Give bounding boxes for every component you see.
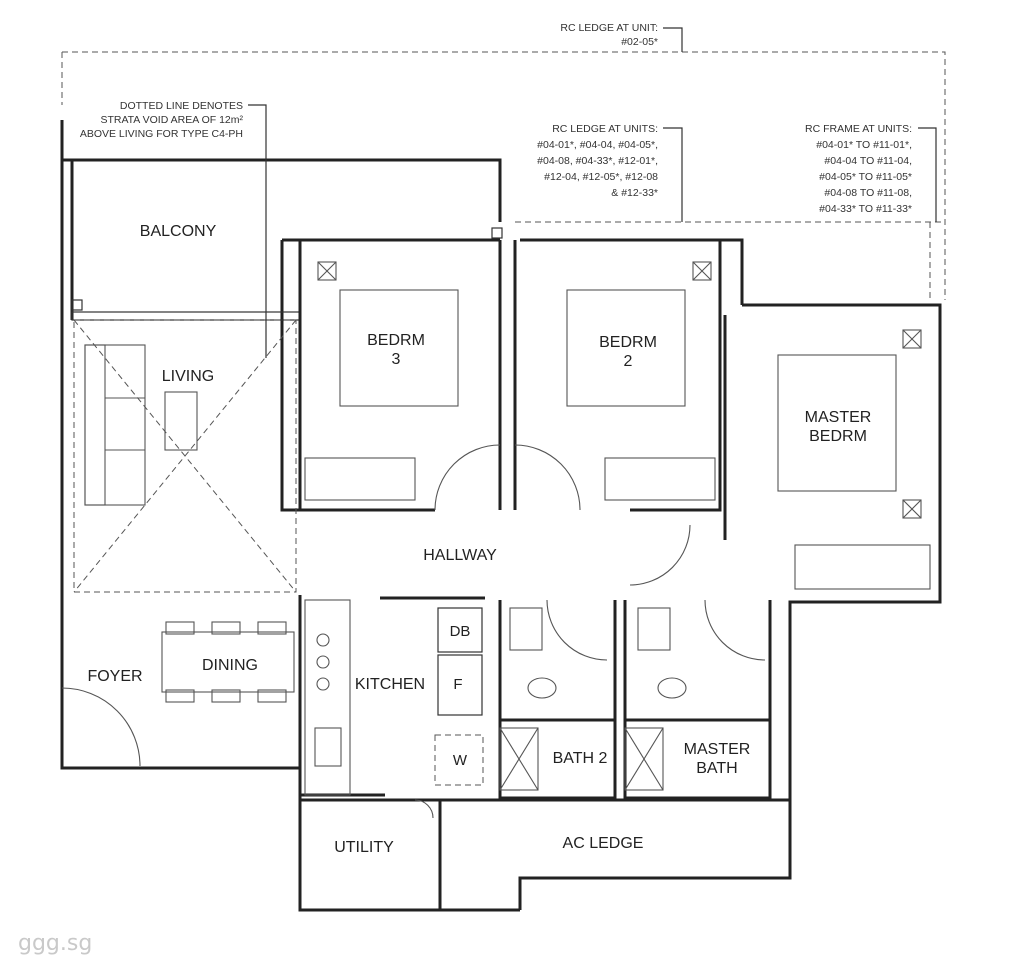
label-master-bath-line1: MASTER [684, 741, 751, 758]
rc-frame-outline [515, 221, 945, 300]
label-dining: DINING [202, 657, 258, 674]
kitchen-counter [298, 595, 485, 797]
label-foyer: FOYER [87, 668, 142, 685]
watermark: ggg.sg [18, 931, 92, 956]
note-rc-ledge-unit-1: RC LEDGE AT UNIT: [560, 22, 658, 34]
note-rc-ledge-unit-2: #02-05* [621, 36, 658, 48]
note-rc-frame-5: #04-08 TO #11-08, [824, 187, 912, 199]
label-bedrm3-line2: 3 [392, 351, 401, 368]
label-living: LIVING [162, 368, 214, 385]
label-ac-ledge: AC LEDGE [563, 835, 644, 852]
foyer-door [61, 687, 141, 767]
label-fridge: F [453, 676, 462, 693]
master-bath [623, 599, 772, 800]
bath-2 [498, 599, 617, 800]
note-rc-ledge-units-1: RC LEDGE AT UNITS: [552, 123, 658, 135]
bedroom-2 [513, 240, 722, 512]
label-washer: W [453, 752, 468, 769]
note-rc-ledge-units-5: & #12-33* [611, 187, 658, 199]
label-bath2: BATH 2 [553, 750, 608, 767]
note-dotted-2: STRATA VOID AREA OF 12m² [100, 114, 243, 126]
label-master-line1: MASTER [805, 409, 872, 426]
coffee-table [164, 391, 198, 451]
column-marker [71, 299, 83, 311]
note-rc-frame-1: RC FRAME AT UNITS: [805, 123, 912, 135]
dining-table [161, 621, 295, 703]
note-rc-frame-4: #04-05* TO #11-05* [819, 171, 912, 183]
label-balcony: BALCONY [140, 223, 217, 240]
master-bedroom [629, 315, 931, 590]
label-bedrm2-line1: BEDRM [599, 334, 657, 351]
bedroom-3 [298, 240, 502, 512]
column-marker [491, 227, 503, 239]
label-utility: UTILITY [334, 839, 394, 856]
label-db: DB [450, 623, 471, 640]
label-master-bath-line2: BATH [696, 760, 737, 777]
living-void [73, 319, 297, 593]
sofa [84, 344, 146, 506]
label-master-line2: BEDRM [809, 428, 867, 445]
note-leaders [248, 27, 937, 358]
rc-ledge-outline [61, 51, 946, 300]
label-hallway: HALLWAY [423, 547, 497, 564]
note-dotted-1: DOTTED LINE DENOTES [120, 100, 243, 112]
note-rc-frame-3: #04-04 TO #11-04, [824, 155, 912, 167]
note-rc-frame-6: #04-33* TO #11-33* [819, 203, 912, 215]
note-rc-ledge-units-2: #04-01*, #04-04, #04-05*, [537, 139, 658, 151]
note-dotted-3: ABOVE LIVING FOR TYPE C4-PH [80, 128, 243, 140]
note-rc-ledge-units-3: #04-08, #04-33*, #12-01*, [537, 155, 658, 167]
label-kitchen: KITCHEN [355, 676, 425, 693]
note-rc-frame-2: #04-01* TO #11-01*, [816, 139, 912, 151]
utility-ac [300, 798, 790, 910]
label-bedrm3-line1: BEDRM [367, 332, 425, 349]
note-rc-ledge-units-4: #12-04, #12-05*, #12-08 [544, 171, 658, 183]
label-bedrm2-line2: 2 [624, 353, 633, 370]
